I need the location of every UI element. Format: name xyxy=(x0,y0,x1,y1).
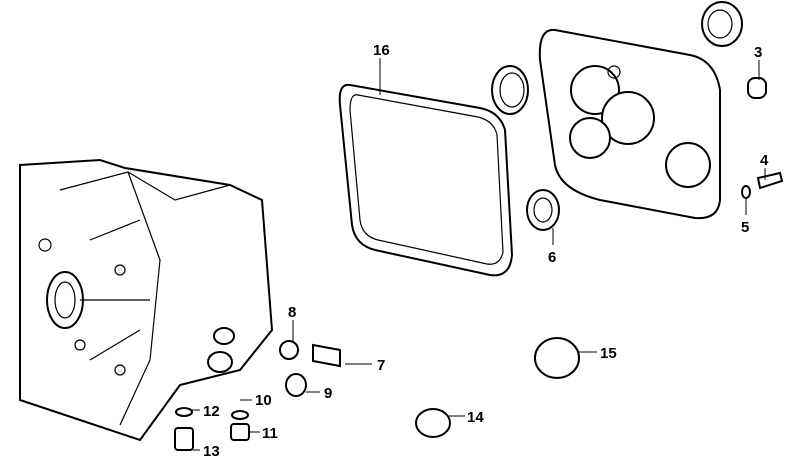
plug-11 xyxy=(230,423,250,441)
callout-9: 9 xyxy=(324,385,332,402)
plug-7 xyxy=(312,343,341,368)
callout-14: 14 xyxy=(467,409,484,426)
ring-9 xyxy=(285,373,307,397)
washer-8 xyxy=(279,340,299,360)
transmission-cover xyxy=(538,28,721,220)
washer-10 xyxy=(231,410,249,420)
screw-4 xyxy=(756,171,784,190)
callout-3: 3 xyxy=(754,44,762,61)
gasket xyxy=(338,83,514,277)
cap-14 xyxy=(415,408,451,438)
callout-7: 7 xyxy=(377,357,385,374)
washer-12 xyxy=(175,407,193,417)
leader-lines xyxy=(190,58,766,451)
callout-10: 10 xyxy=(255,392,272,409)
cap-15 xyxy=(534,337,580,379)
callout-13: 13 xyxy=(203,443,220,460)
plug-3 xyxy=(747,77,767,99)
callout-15: 15 xyxy=(600,345,617,362)
callout-8: 8 xyxy=(288,304,296,321)
shaft-seal-6 xyxy=(526,189,560,231)
transmission-housing xyxy=(19,158,274,442)
callout-12: 12 xyxy=(203,403,220,420)
switch-13 xyxy=(174,427,194,451)
washer-5 xyxy=(741,185,751,199)
callout-16: 16 xyxy=(373,42,390,59)
callout-4: 4 xyxy=(760,152,769,169)
callout-5: 5 xyxy=(741,219,749,236)
callout-11: 11 xyxy=(262,425,278,442)
seal-ring xyxy=(491,65,529,115)
callout-6: 6 xyxy=(548,249,556,266)
